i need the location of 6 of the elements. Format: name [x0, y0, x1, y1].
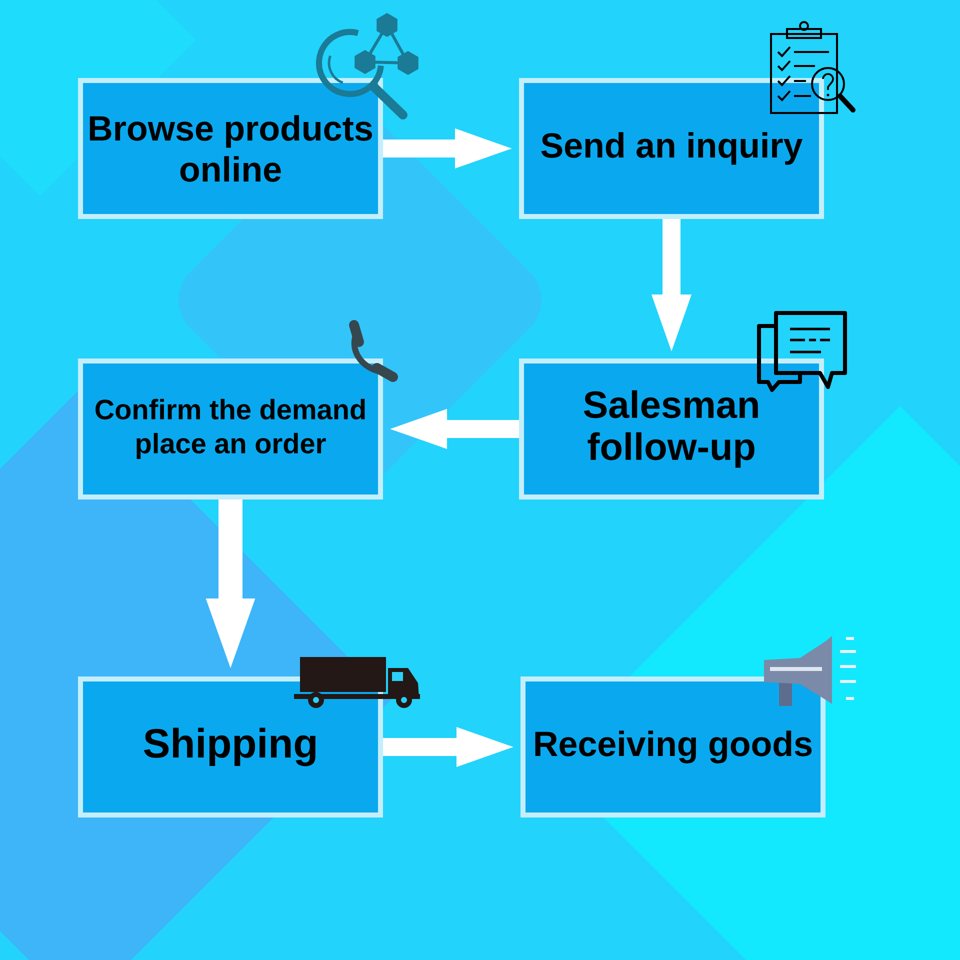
- process-box: Browse products online: [78, 78, 383, 219]
- process-box: Shipping: [78, 676, 383, 818]
- process-box: Receiving goods: [520, 676, 826, 818]
- process-box: Send an inquiry: [519, 78, 824, 219]
- process-box: Salesman follow-up: [519, 358, 824, 500]
- process-box: Confirm the demand place an order: [78, 358, 383, 500]
